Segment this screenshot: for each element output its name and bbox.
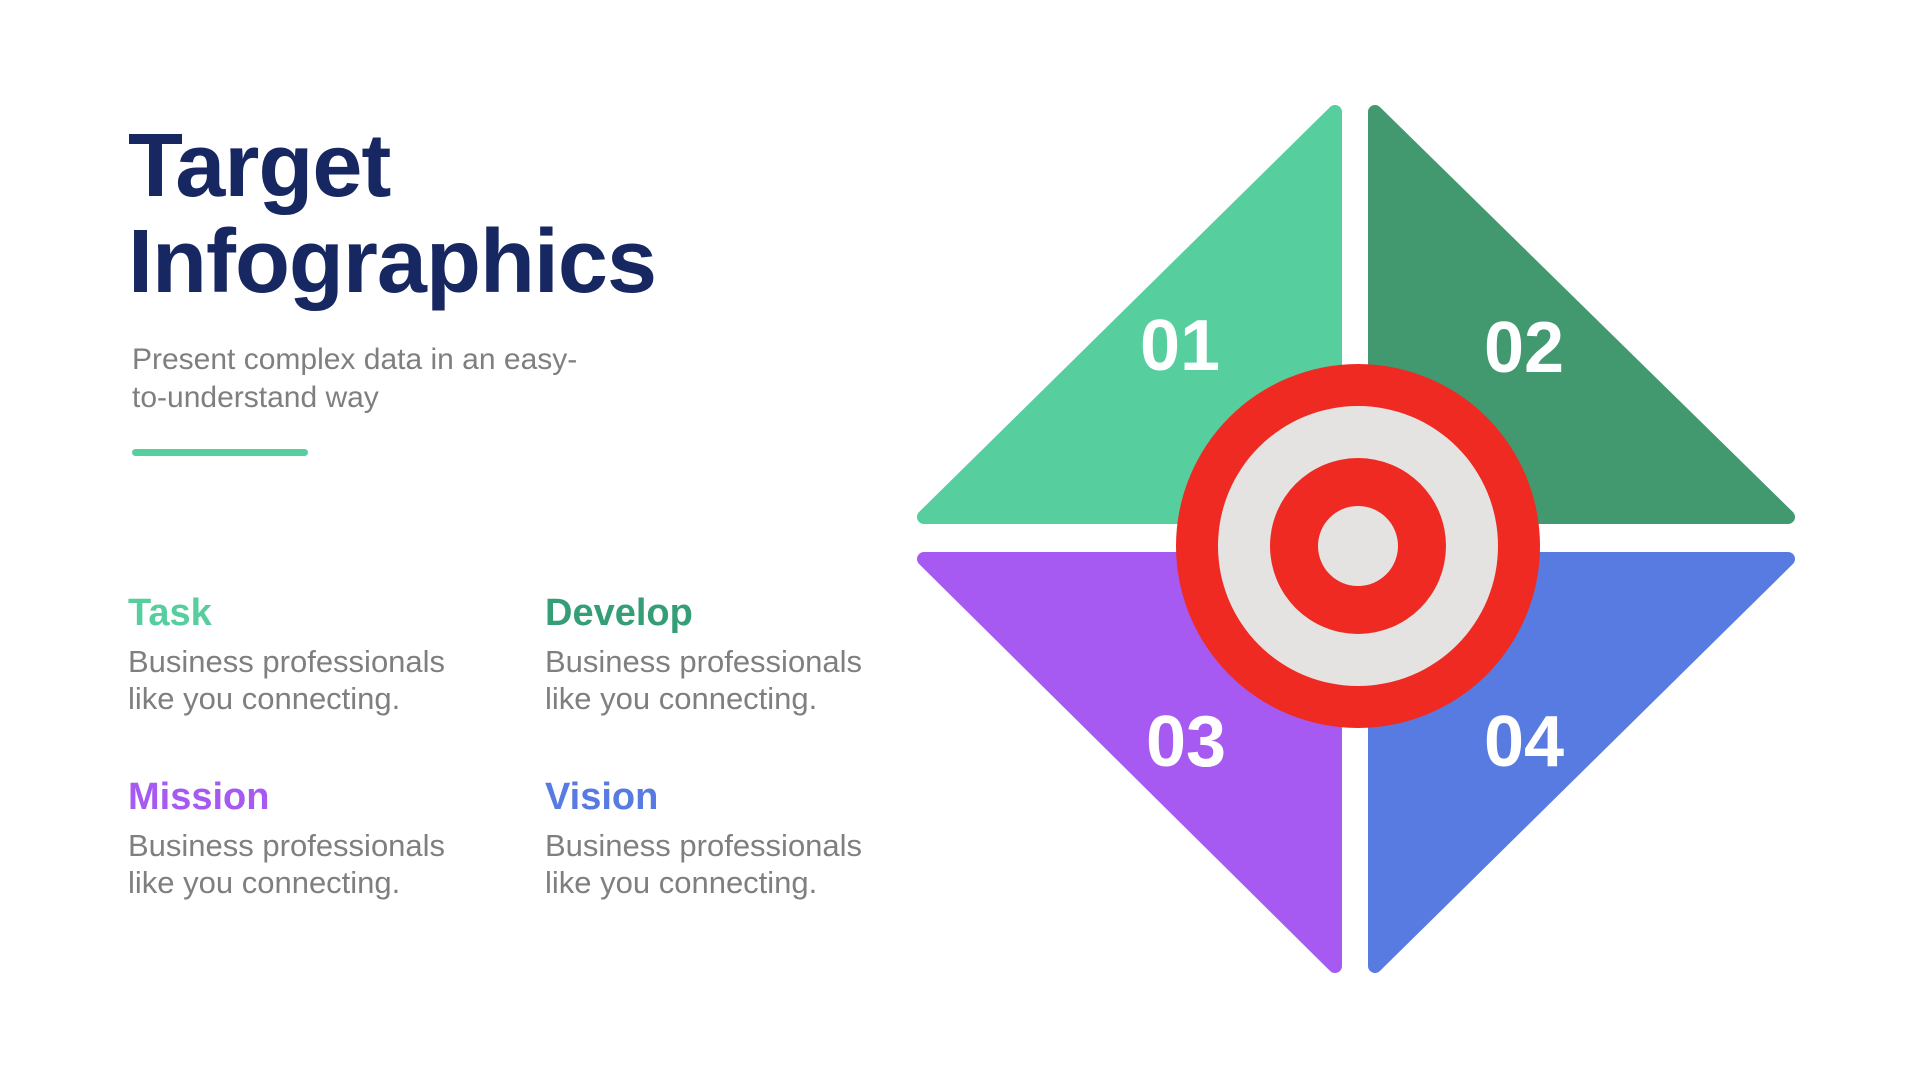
section-vision-description: Business professionals like you connecti…	[545, 828, 863, 900]
section-task-description: Business professionals like you connecti…	[128, 644, 446, 716]
segment-04-number: 04	[1484, 702, 1564, 782]
section-mission: Mission Business professionals like you …	[128, 777, 545, 901]
segment-01-number: 01	[1140, 306, 1220, 386]
segment-02-number: 02	[1484, 308, 1564, 388]
accent-divider	[132, 448, 308, 456]
section-mission-description: Business professionals like you connecti…	[128, 828, 446, 900]
section-vision-title: Vision	[545, 776, 659, 818]
section-vision: Vision Business professionals like you c…	[545, 777, 880, 901]
section-task: Task Business professionals like you con…	[128, 593, 545, 717]
page-subtitle: Present complex data in an easy-to-under…	[132, 342, 578, 414]
section-task-title: Task	[128, 592, 212, 634]
section-mission-title: Mission	[128, 776, 270, 818]
target-center-dot	[1318, 506, 1398, 586]
intro-panel: Target Infographics Present complex data…	[128, 118, 768, 456]
section-develop: Develop Business professionals like you …	[545, 593, 880, 717]
segment-03-number: 03	[1146, 702, 1226, 782]
section-develop-description: Business professionals like you connecti…	[545, 644, 863, 716]
section-develop-title: Develop	[545, 592, 693, 634]
page-title: Target Infographics	[128, 116, 657, 313]
sections-grid: Task Business professionals like you con…	[128, 593, 880, 901]
